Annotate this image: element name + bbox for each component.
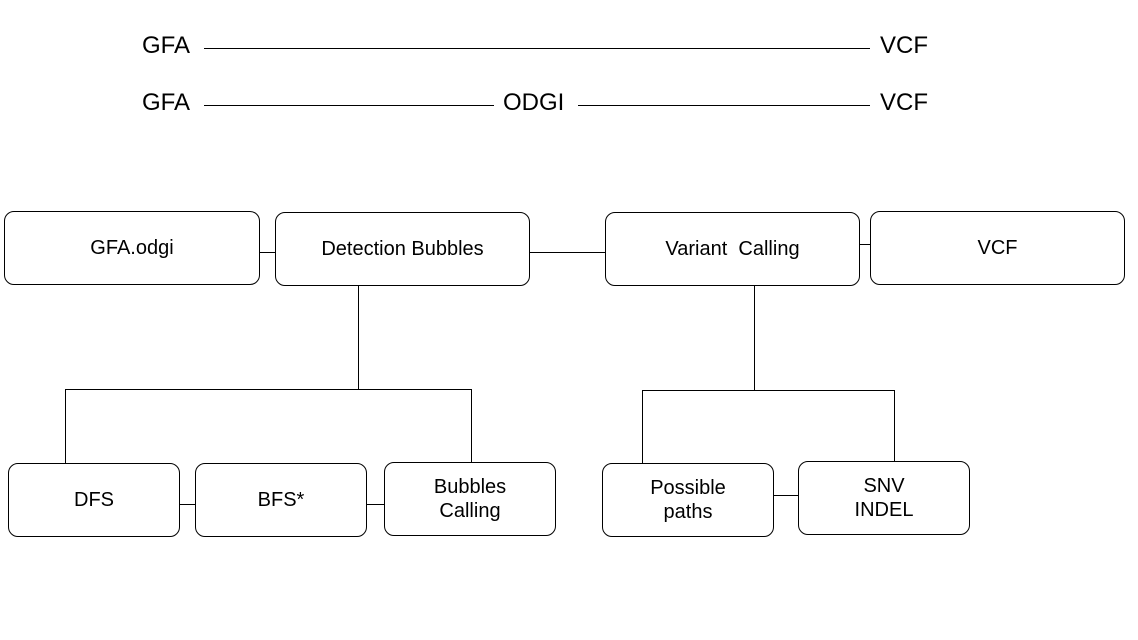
row2-connector-left bbox=[204, 105, 494, 106]
bfs-label: BFS* bbox=[257, 489, 305, 511]
connector-possible-snv bbox=[773, 495, 799, 496]
detection-bubbles-label: Detection Bubbles bbox=[321, 238, 484, 260]
dfs-label: DFS bbox=[74, 489, 114, 511]
connector-dfs-bfs bbox=[179, 504, 196, 505]
row2-odgi-label: ODGI bbox=[503, 89, 565, 116]
dfs-box: DFS bbox=[8, 463, 180, 537]
snv-indel-label: SNV INDEL bbox=[854, 475, 914, 521]
connector-detection-variant bbox=[529, 252, 606, 253]
variant-calling-label: Variant Calling bbox=[665, 238, 800, 260]
connector-bfs-bubbles bbox=[366, 504, 385, 505]
bubbles-calling-label: Bubbles Calling bbox=[433, 476, 507, 522]
snv-indel-box: SNV INDEL bbox=[798, 461, 970, 535]
gfa-odgi-box: GFA.odgi bbox=[4, 211, 260, 285]
row2-vcf-label: VCF bbox=[880, 89, 928, 116]
row2-connector-right bbox=[578, 105, 870, 106]
row1-gfa-label: GFA bbox=[142, 32, 191, 59]
bfs-box: BFS* bbox=[195, 463, 367, 537]
variant-branch-snv bbox=[894, 390, 895, 462]
row1-vcf-label: VCF bbox=[880, 32, 928, 59]
gfa-odgi-label: GFA.odgi bbox=[90, 237, 174, 259]
detection-branch-bubbles bbox=[471, 389, 472, 463]
detection-branch-bar bbox=[65, 389, 472, 390]
connector-variant-vcf bbox=[859, 244, 871, 245]
variant-branch-possible bbox=[642, 390, 643, 464]
detection-branch-dfs bbox=[65, 389, 66, 464]
possible-paths-box: Possible paths bbox=[602, 463, 774, 537]
vcf-box: VCF bbox=[870, 211, 1125, 285]
detection-bubbles-box: Detection Bubbles bbox=[275, 212, 530, 286]
row2-gfa-label: GFA bbox=[142, 89, 191, 116]
detection-trunk bbox=[358, 285, 359, 390]
row1-connector bbox=[204, 48, 870, 49]
variant-trunk bbox=[754, 285, 755, 391]
variant-calling-box: Variant Calling bbox=[605, 212, 860, 286]
vcf-label: VCF bbox=[977, 237, 1018, 259]
bubbles-calling-box: Bubbles Calling bbox=[384, 462, 556, 536]
variant-branch-bar bbox=[642, 390, 895, 391]
connector-gfaodgi-detection bbox=[259, 252, 276, 253]
possible-paths-label: Possible paths bbox=[650, 477, 726, 523]
